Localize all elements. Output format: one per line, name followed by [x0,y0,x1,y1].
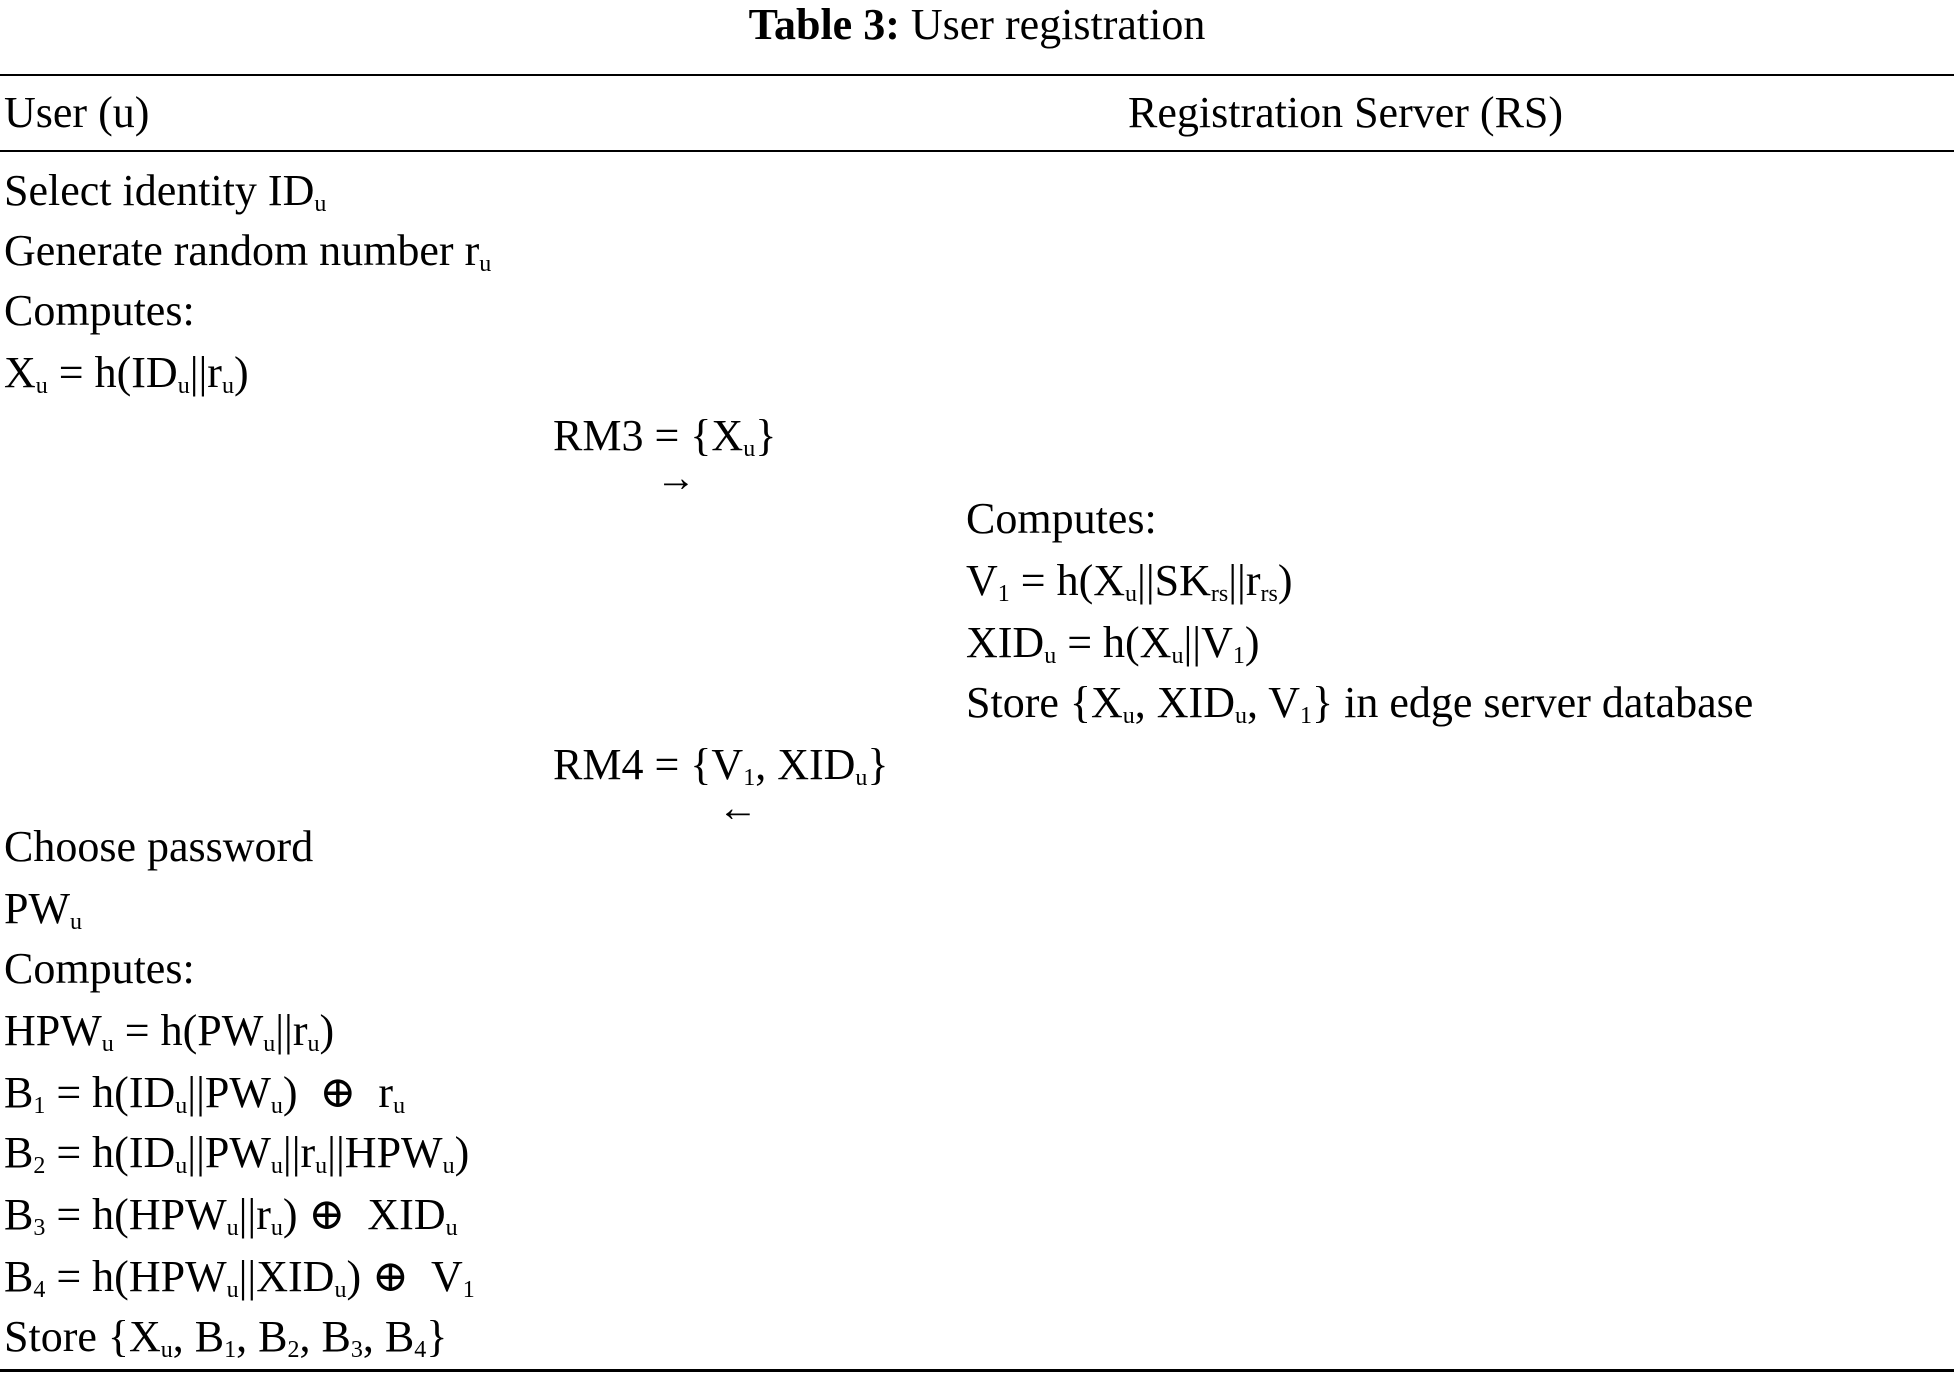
row-computes-1: Computes: [4,286,195,335]
row-computes-2: Computes: [4,944,195,993]
row-pwu: PWu [4,884,82,935]
message-rm4: RM4 = {V1, XIDu} [553,740,889,791]
message-rm3: RM3 = {Xu} [553,411,777,462]
arrow-left-icon: ← [718,785,758,830]
row-select-identity: Select identity IDu [4,166,327,217]
row-v1: V1 = h(Xu||SKrs||rrs) [966,556,1293,607]
row-server-computes: Computes: [966,494,1157,543]
row-store-user: Store {Xu, B1, B2, B3, B4} [4,1312,448,1363]
row-b1: B1 = h(IDu||PWu) ⊕ ru [4,1068,406,1119]
top-rule [0,74,1954,76]
header-rule [0,150,1954,152]
header-server: Registration Server (RS) [1128,88,1564,137]
bottom-rule [0,1369,1954,1372]
header-user: User (u) [4,88,150,137]
caption-text: User registration [910,0,1206,49]
row-b2: B2 = h(IDu||PWu||ru||HPWu) [4,1128,470,1179]
row-b3: B3 = h(HPWu||ru) ⊕ XIDu [4,1190,458,1241]
row-xidu: XIDu = h(Xu||V1) [966,618,1260,669]
row-hpwu: HPWu = h(PWu||ru) [4,1006,335,1057]
table-caption: Table 3: User registration [0,0,1954,50]
row-b4: B4 = h(HPWu||XIDu) ⊕ V1 [4,1252,475,1303]
row-choose-password: Choose password [4,822,314,871]
arrow-right-icon: → [656,455,696,500]
row-generate-random: Generate random number ru [4,226,492,277]
row-store-server: Store {Xu, XIDu, V1} in edge server data… [966,678,1754,729]
caption-label: Table 3: [748,0,900,49]
row-xu: Xu = h(IDu||ru) [4,348,249,399]
